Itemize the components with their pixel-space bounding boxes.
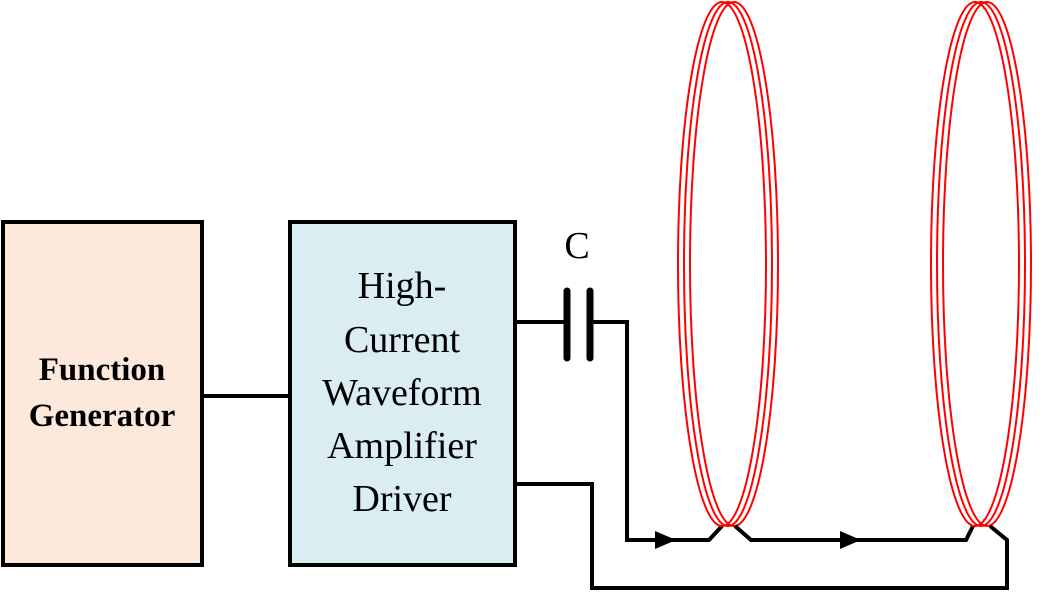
current-arrow-icon-2 bbox=[840, 531, 861, 549]
amplifier-label-line4: Amplifier bbox=[327, 425, 477, 467]
current-arrow-icon-1 bbox=[655, 531, 676, 549]
coil-1-turn-3 bbox=[689, 1, 779, 527]
coil-2-turn-3 bbox=[942, 1, 1032, 527]
capacitor-to-coil1-wire bbox=[590, 320, 724, 542]
coil-2-turn-2 bbox=[936, 1, 1026, 527]
coil-1 bbox=[677, 1, 779, 527]
function-generator-box bbox=[1, 220, 204, 567]
amplifier-label-line3: Waveform bbox=[322, 372, 481, 414]
function-generator-block: Function Generator bbox=[1, 220, 204, 567]
function-generator-label-line1: Function bbox=[39, 352, 166, 388]
function-generator-label-line2: Generator bbox=[29, 398, 176, 434]
amplifier-driver-box bbox=[288, 220, 517, 567]
amplifier-label-line2: Current bbox=[344, 319, 461, 361]
return-wire bbox=[515, 482, 1009, 590]
amplifier-label-line5: Driver bbox=[352, 478, 452, 520]
amplifier-label-line1: High- bbox=[358, 265, 447, 307]
capacitor-label: C bbox=[564, 225, 589, 267]
capacitor: C bbox=[515, 225, 724, 542]
coil-2 bbox=[930, 1, 1032, 527]
coil-2-turn-1 bbox=[930, 1, 1020, 527]
amplifier-driver-block: High- Current Waveform Amplifier Driver bbox=[288, 220, 517, 567]
coil-1-turn-1 bbox=[677, 1, 767, 527]
coil-1-turn-2 bbox=[683, 1, 773, 527]
